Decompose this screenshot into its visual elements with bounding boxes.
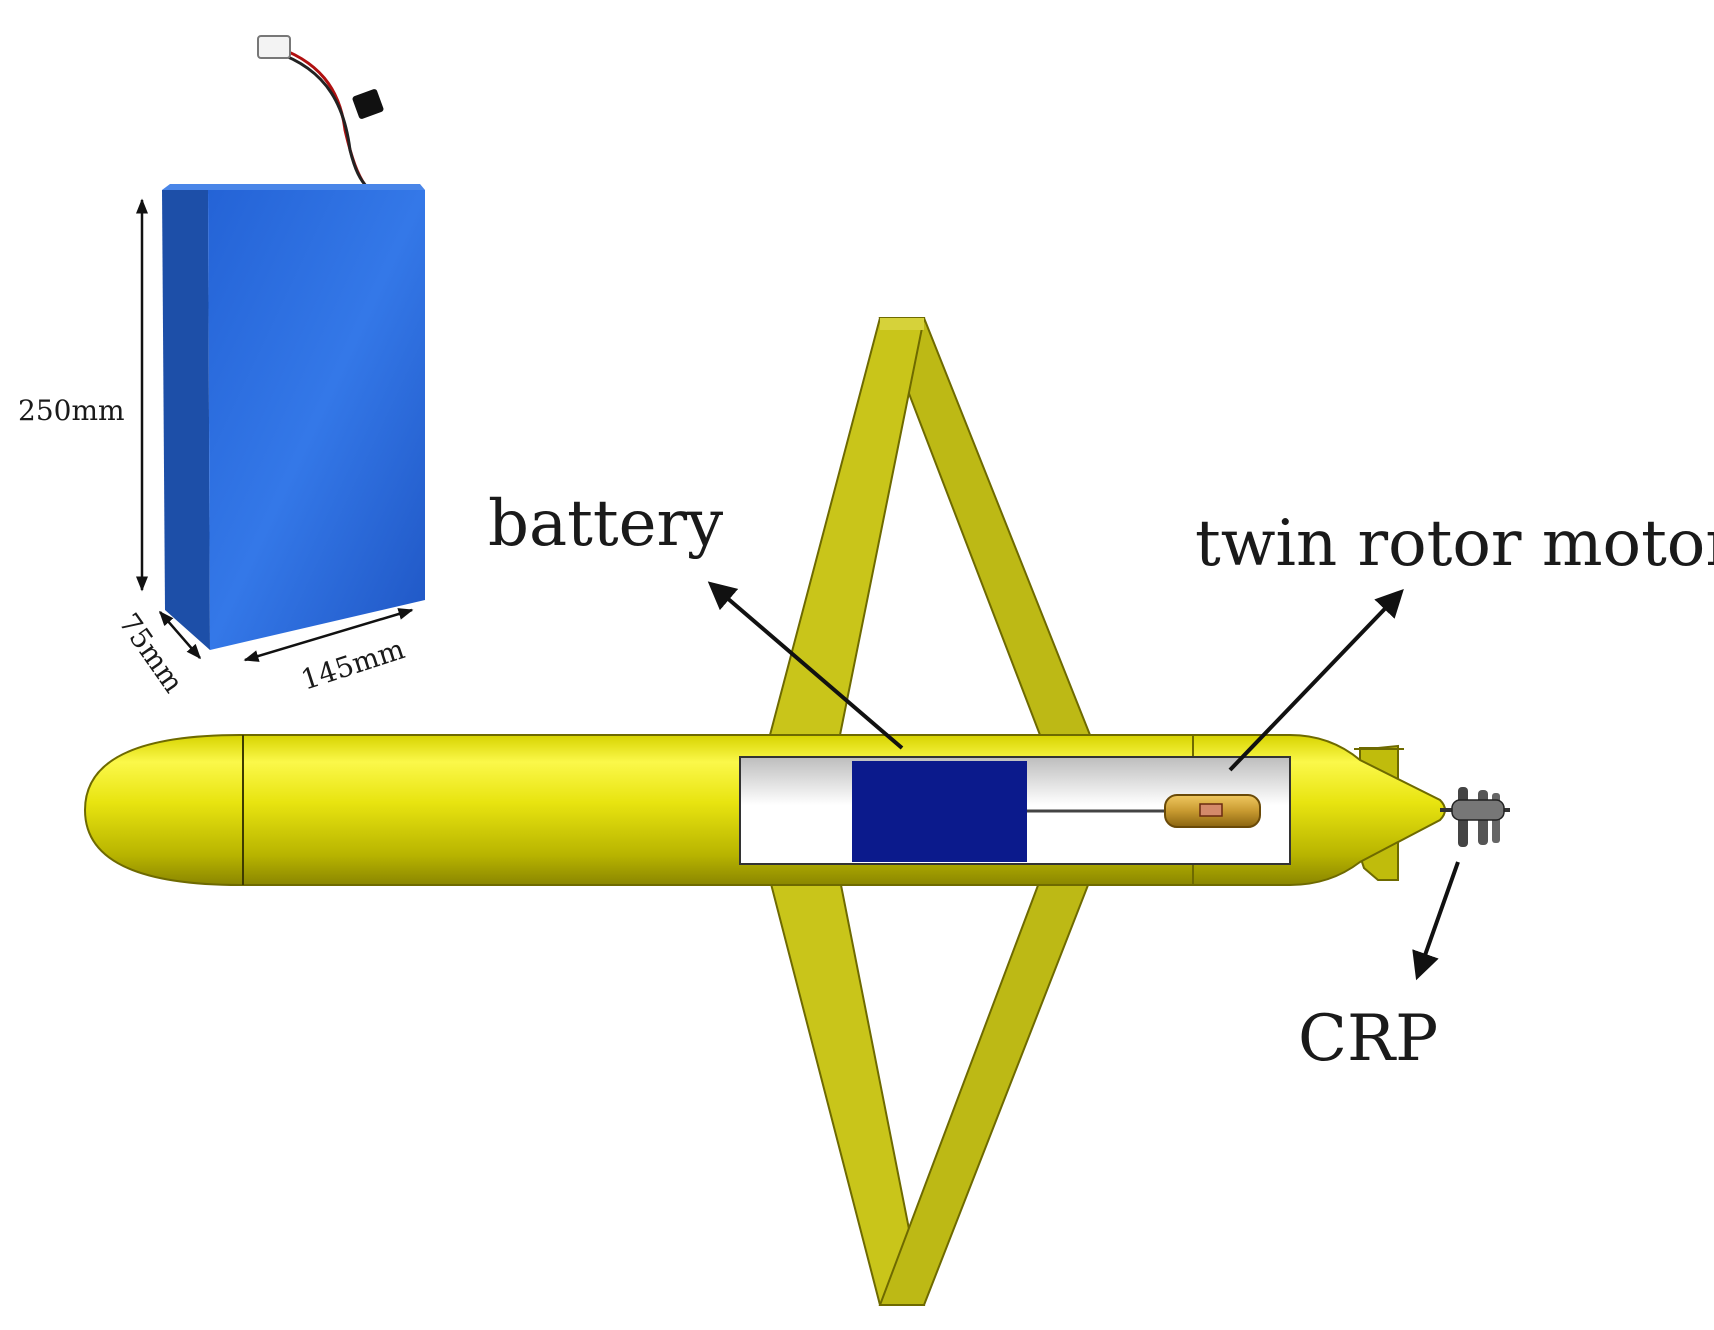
- cutaway-bay: [739, 756, 1291, 865]
- dim-width-label: 145mm: [297, 632, 409, 696]
- wing-upper: [768, 317, 1092, 736]
- crp-propeller-icon: [1440, 787, 1510, 847]
- callout-arrows: [707, 581, 1460, 981]
- wing-lower: [768, 879, 1092, 1306]
- twin-rotor-motor: [1164, 794, 1261, 828]
- dim-height-label: 250mm: [18, 394, 125, 427]
- battery-label: battery: [488, 487, 723, 561]
- crp-label: CRP: [1298, 1002, 1438, 1076]
- battery-block: [852, 761, 1027, 862]
- dimension-lines: [136, 198, 414, 662]
- plug-icon: [352, 89, 384, 119]
- twin-rotor-motor-label: twin rotor motor: [1195, 507, 1714, 581]
- battery-pack-illustration: [162, 35, 425, 650]
- connector-icon: [257, 35, 291, 59]
